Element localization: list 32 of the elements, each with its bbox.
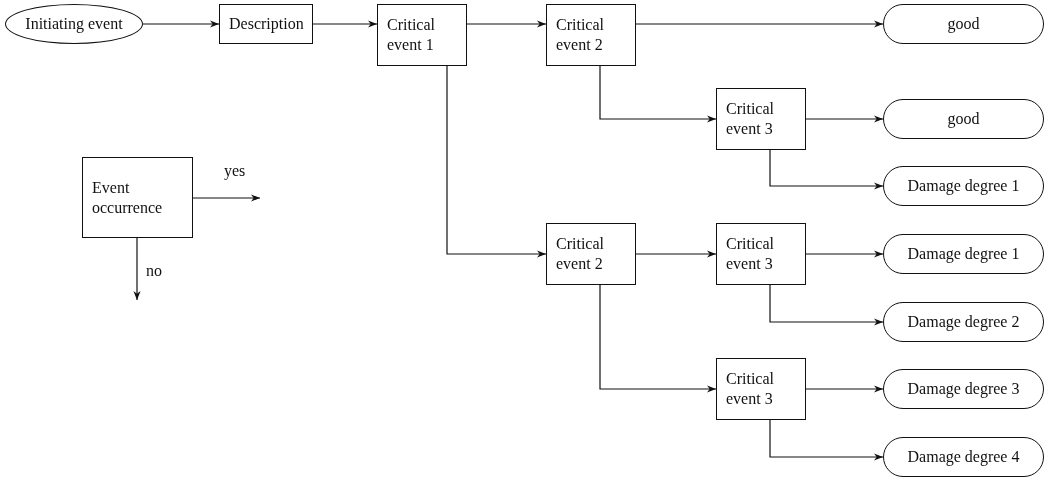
arrow [192,194,261,202]
process-box: Event occurrence [82,157,193,238]
arrow [599,65,717,123]
process-box: Description [219,4,313,44]
process-box: Critical event 3 [716,358,806,420]
arrow [769,419,884,461]
arrow [769,284,884,326]
arrow [805,385,884,393]
arrow [805,115,884,123]
process-box: Critical event 2 [546,223,636,285]
outcome-box: Damage degree 1 [883,234,1044,274]
outcome-box: Damage degree 4 [883,437,1044,477]
process-box: Critical event 3 [716,88,806,150]
arrow [635,20,884,28]
process-box: Critical event 1 [377,4,467,66]
process-box: Critical event 2 [546,4,636,66]
event-ellipse: Initiating event [5,4,143,44]
outcome-box: Damage degree 1 [883,166,1044,206]
outcome-box: good [883,99,1044,139]
arrow [769,149,884,190]
arrow [446,65,547,258]
arrow [133,237,141,301]
arrow [805,250,884,258]
outcome-box: good [883,4,1044,44]
outcome-box: Damage degree 3 [883,369,1044,409]
process-box: Critical event 3 [716,223,806,285]
outcome-box: Damage degree 2 [883,302,1044,342]
arrow [599,284,717,393]
arrow [635,250,717,258]
arrow [142,20,220,28]
arrow [466,20,547,28]
arrow [312,20,378,28]
